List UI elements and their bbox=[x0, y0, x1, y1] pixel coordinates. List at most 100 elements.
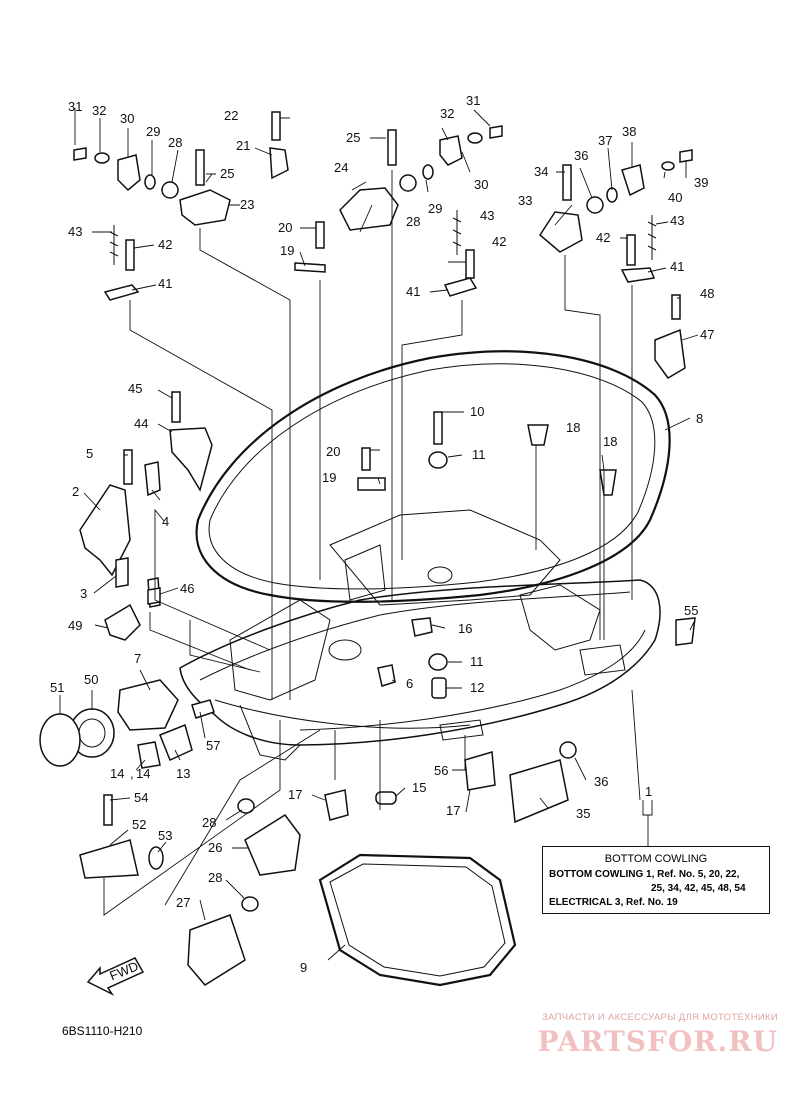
upper-seal-ring bbox=[195, 350, 671, 603]
callout-13: 13 bbox=[176, 766, 190, 781]
callout-47: 47 bbox=[700, 327, 714, 342]
callout-16: 16 bbox=[458, 621, 472, 636]
callout-37: 37 bbox=[598, 133, 612, 148]
diagram-code: 6BS1110-H210 bbox=[62, 1024, 143, 1038]
callout-39: 39 bbox=[694, 175, 708, 190]
callout-12: 12 bbox=[470, 680, 484, 695]
legend-line-3: ELECTRICAL 3, Ref. No. 19 bbox=[549, 897, 678, 908]
callout-31b: 31 bbox=[466, 93, 480, 108]
callout-15: 15 bbox=[412, 780, 426, 795]
leader-lines bbox=[59, 108, 699, 961]
callout-49: 49 bbox=[68, 618, 82, 633]
callout-23: 23 bbox=[240, 197, 254, 212]
callout-14-sep: , bbox=[130, 766, 134, 781]
callout-57: 57 bbox=[206, 738, 220, 753]
callout-18b: 18 bbox=[603, 434, 617, 449]
callout-30b: 30 bbox=[474, 177, 488, 192]
callout-41b: 41 bbox=[406, 284, 420, 299]
left-side-parts bbox=[39, 391, 213, 879]
callout-45: 45 bbox=[128, 381, 142, 396]
callout-18a: 18 bbox=[566, 420, 580, 435]
callout-43a: 43 bbox=[68, 224, 82, 239]
fwd-arrow: FWD bbox=[86, 957, 145, 996]
watermark: ЗАПЧАСТИ И АКСЕССУАРЫ ДЛЯ МОТОТЕХНИКИ PA… bbox=[537, 1012, 778, 1058]
callout-28c: 28 bbox=[202, 815, 216, 830]
callout-8: 8 bbox=[696, 411, 703, 426]
callout-36b: 36 bbox=[594, 774, 608, 789]
callout-32b: 32 bbox=[440, 106, 454, 121]
callout-56: 56 bbox=[434, 763, 448, 778]
callout-17a: 17 bbox=[288, 787, 302, 802]
lower-parts bbox=[147, 411, 696, 986]
callout-6: 6 bbox=[406, 676, 413, 691]
callout-20b: 20 bbox=[326, 444, 340, 459]
callout-55: 55 bbox=[684, 603, 698, 618]
legend-line-2: 25, 34, 42, 45, 48, 54 bbox=[651, 883, 746, 894]
callout-30a: 30 bbox=[120, 111, 134, 126]
upper-left-parts bbox=[73, 111, 289, 301]
callout-46: 46 bbox=[180, 581, 194, 596]
callout-52: 52 bbox=[132, 817, 146, 832]
upper-center-parts bbox=[294, 125, 503, 297]
callout-44: 44 bbox=[134, 416, 148, 431]
callout-32a: 32 bbox=[92, 103, 106, 118]
legend-line-1: BOTTOM COWLING 1, Ref. No. 5, 20, 22, bbox=[549, 869, 740, 880]
callout-28d: 28 bbox=[208, 870, 222, 885]
callout-9: 9 bbox=[300, 960, 307, 975]
callout-50: 50 bbox=[84, 672, 98, 687]
callout-25a: 25 bbox=[220, 166, 234, 181]
callout-11a: 11 bbox=[472, 447, 486, 462]
callout-21: 21 bbox=[236, 138, 250, 153]
lower-seal-ring bbox=[318, 853, 517, 987]
callout-38: 38 bbox=[622, 124, 636, 139]
watermark-tagline: ЗАПЧАСТИ И АКСЕССУАРЫ ДЛЯ МОТОТЕХНИКИ bbox=[542, 1012, 778, 1023]
callout-19b: 19 bbox=[322, 470, 336, 485]
callout-28a: 28 bbox=[168, 135, 182, 150]
callout-42c: 42 bbox=[596, 230, 610, 245]
callout-26: 26 bbox=[208, 840, 222, 855]
callout-48: 48 bbox=[700, 286, 714, 301]
watermark-brand: PARTSFOR.RU bbox=[537, 1025, 778, 1058]
callout-33: 33 bbox=[518, 193, 532, 208]
upper-right-parts bbox=[539, 149, 693, 379]
callout-28b: 28 bbox=[406, 214, 420, 229]
callout-42b: 42 bbox=[492, 234, 506, 249]
callout-41a: 41 bbox=[158, 276, 172, 291]
callout-34: 34 bbox=[534, 164, 548, 179]
legend-title: BOTTOM COWLING bbox=[604, 853, 708, 865]
callout-14a: 14 bbox=[110, 766, 124, 781]
callout-35: 35 bbox=[576, 806, 590, 821]
callout-22: 22 bbox=[224, 108, 238, 123]
callout-40: 40 bbox=[668, 190, 682, 205]
callout-29b: 29 bbox=[428, 201, 442, 216]
callout-29a: 29 bbox=[146, 124, 160, 139]
callout-17b: 17 bbox=[446, 803, 460, 818]
callout-42a: 42 bbox=[158, 237, 172, 252]
callout-3: 3 bbox=[80, 586, 87, 601]
callout-7: 7 bbox=[134, 651, 141, 666]
callout-20a: 20 bbox=[278, 220, 292, 235]
legend-box: BOTTOM COWLING BOTTOM COWLING 1, Ref. No… bbox=[542, 846, 770, 914]
callout-24: 24 bbox=[334, 160, 348, 175]
callout-4: 4 bbox=[162, 514, 169, 529]
callout-43c: 43 bbox=[670, 213, 684, 228]
bottom-cowling-tray bbox=[179, 509, 661, 761]
callout-14b: 14 bbox=[136, 766, 150, 781]
callout-numbers: 1 2 3 4 5 6 7 8 9 10 11 11 12 13 14 , 14… bbox=[50, 93, 714, 975]
callout-43b: 43 bbox=[480, 208, 494, 223]
callout-51: 51 bbox=[50, 680, 64, 695]
callout-5: 5 bbox=[86, 446, 93, 461]
callout-2: 2 bbox=[72, 484, 79, 499]
callout-53: 53 bbox=[158, 828, 172, 843]
callout-27: 27 bbox=[176, 895, 190, 910]
callout-19a: 19 bbox=[280, 243, 294, 258]
callout-36a: 36 bbox=[574, 148, 588, 163]
callout-54: 54 bbox=[134, 790, 148, 805]
callout-25b: 25 bbox=[346, 130, 360, 145]
callout-31a: 31 bbox=[68, 99, 82, 114]
callout-11b: 11 bbox=[470, 654, 484, 669]
callout-41c: 41 bbox=[670, 259, 684, 274]
callout-10: 10 bbox=[470, 404, 484, 419]
callout-1: 1 bbox=[645, 784, 652, 799]
